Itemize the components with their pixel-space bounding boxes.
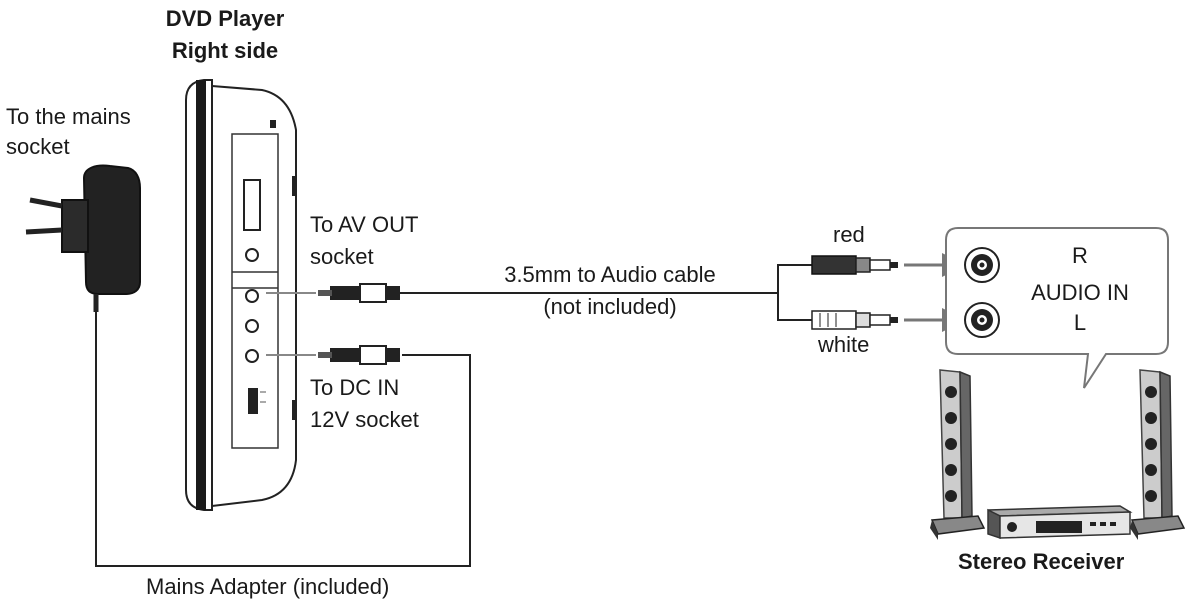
dc-in-label: To DC IN 12V socket (310, 375, 419, 433)
mains-socket-label: To the mains socket (6, 104, 131, 160)
dc-in-label-line2: 12V socket (310, 407, 419, 432)
white-plug-label: white (818, 332, 870, 357)
red-plug-label: red (833, 222, 865, 247)
dvd-player-title-line1: DVD Player (165, 6, 285, 31)
stereo-receiver-icon (987, 505, 1133, 540)
av-out-plug-icon (318, 283, 400, 303)
mains-socket-label-line1: To the mains (6, 104, 131, 129)
audio-in-l-label: L (1073, 310, 1087, 335)
audio-in-l-socket (964, 302, 1000, 338)
mains-adapter-cable (95, 312, 471, 567)
audio-in-label: AUDIO IN (1031, 280, 1129, 305)
av-out-label-line2: socket (310, 244, 374, 269)
av-out-label: To AV OUT socket (310, 212, 418, 270)
audio-cable-label-line1: 3.5mm to Audio cable (504, 262, 716, 287)
white-rca-plug-icon (811, 310, 898, 330)
audio-in-r-socket (964, 247, 1000, 283)
audio-in-r-label: R (1072, 243, 1088, 268)
right-speaker-icon (1130, 369, 1186, 540)
audio-in-panel (945, 227, 1169, 389)
dvd-player-title-line2: Right side (171, 38, 279, 63)
mains-adapter-label: Mains Adapter (included) (146, 574, 390, 599)
audio-cable-label-line2: (not included) (543, 294, 677, 319)
dc-in-plug-icon (318, 345, 400, 365)
audio-cable (400, 264, 812, 321)
mains-socket-label-line2: socket (6, 134, 70, 159)
av-out-label-line1: To AV OUT (310, 212, 419, 237)
dvd-player-title: DVD Player Right side (160, 6, 290, 64)
mains-adapter-icon (25, 164, 141, 312)
stereo-receiver-label: Stereo Receiver (958, 549, 1125, 574)
red-rca-plug-icon (811, 255, 898, 275)
dvd-player-side-icon (185, 79, 297, 511)
audio-cable-label: 3.5mm to Audio cable (not included) (480, 262, 740, 320)
dc-in-label-line1: To DC IN (310, 375, 400, 400)
left-speaker-icon (930, 369, 986, 540)
